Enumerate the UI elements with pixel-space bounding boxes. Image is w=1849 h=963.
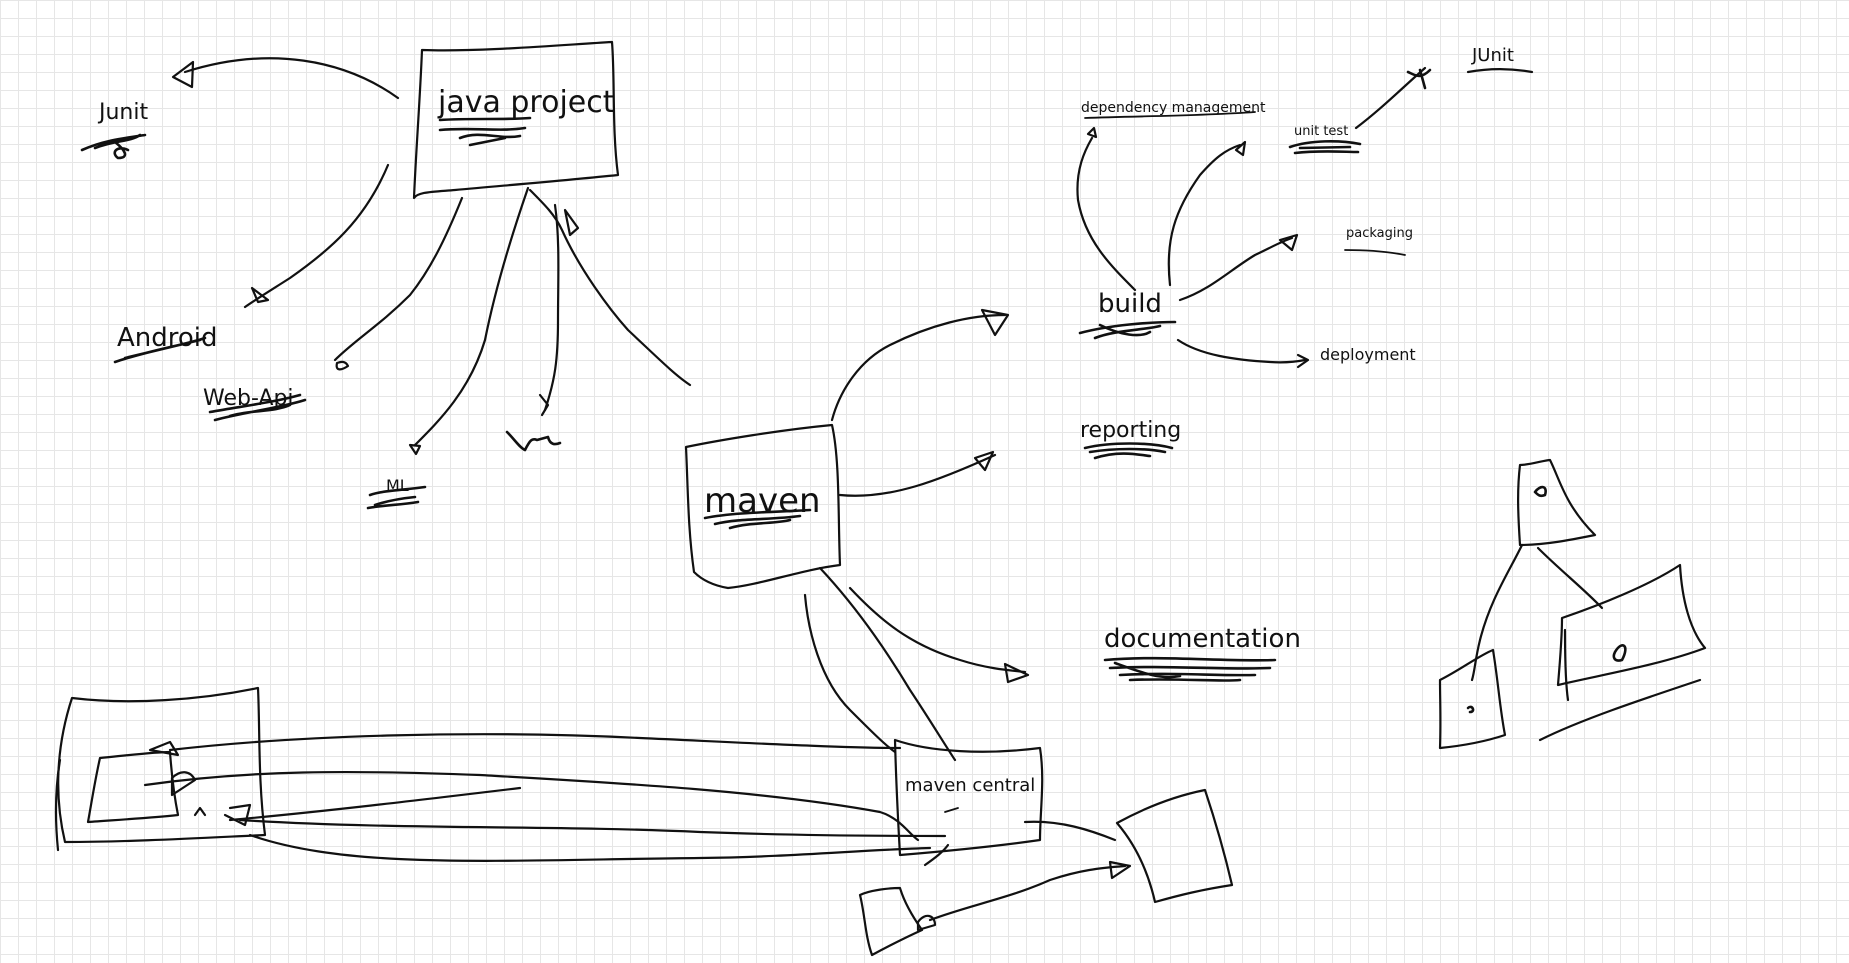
arrow-maven-to-central-1 (818, 566, 957, 762)
label-junit-left: Junit (99, 100, 149, 125)
arrow-maven-to-central-2 (803, 593, 897, 754)
unit-test-underline (1288, 140, 1362, 155)
arrow-small-to-bucket (928, 864, 1127, 922)
arrowhead-unit-test (1234, 140, 1247, 157)
arrow-central-to-bucket (1023, 820, 1117, 842)
arrow-down-center (543, 203, 560, 412)
maven-underline (703, 508, 812, 530)
dependency-management-underline (1084, 111, 1256, 119)
right-cluster-connector-right (1536, 546, 1604, 610)
right-cluster-bottom-right-foot (1538, 678, 1702, 742)
long-connector-3 (238, 818, 947, 838)
bottom-left-inner-box (86, 750, 180, 824)
long-connector-2 (143, 770, 920, 842)
arrowhead-reporting (973, 450, 995, 472)
arrow-to-junit-left (183, 57, 400, 100)
right-cluster-bottom-right-dot (1612, 644, 1627, 662)
reporting-underline (1083, 442, 1174, 460)
right-cluster-top-shape (1517, 458, 1597, 547)
arrow-maven-to-documentation (848, 586, 1027, 674)
label-deployment: deployment (1320, 345, 1416, 364)
arrow-build-to-deployment (1176, 338, 1307, 364)
long-connector-4 (248, 833, 932, 862)
web-api-underline (208, 393, 307, 422)
build-underline (1078, 320, 1177, 340)
label-reporting: reporting (1080, 418, 1182, 443)
bucket-shape (1115, 788, 1234, 904)
connector-java-maven (528, 188, 692, 387)
right-cluster-top-dot (1533, 485, 1547, 498)
bottom-left-outer-box (57, 686, 267, 844)
arrow-maven-to-reporting (838, 453, 997, 497)
right-cluster-bottom-left-shape (1438, 648, 1507, 750)
arrow-to-ml (413, 186, 530, 447)
android-underline (113, 336, 207, 364)
arrowhead-deployment (1296, 353, 1310, 369)
right-cluster-connector-left (1470, 543, 1524, 682)
arrow-to-web-api (333, 196, 464, 362)
arrow-maven-to-build (830, 313, 1007, 422)
label-maven-central: maven central (905, 775, 1036, 796)
arrowhead-web-api (335, 360, 350, 371)
label-build: build (1098, 289, 1162, 319)
label-java-project: java project (438, 85, 615, 120)
label-web-api: Web-Api (203, 386, 294, 411)
label-android: Android (117, 323, 218, 353)
documentation-underline (1103, 656, 1277, 682)
arrow-to-android (243, 163, 390, 309)
label-documentation: documentation (1104, 624, 1301, 654)
arrowhead-java-maven (563, 208, 580, 237)
right-cluster-bottom-left-dot (1466, 705, 1475, 714)
java-project-box (412, 40, 620, 200)
label-maven: maven (704, 481, 821, 521)
small-bucket-connector (923, 843, 950, 867)
label-packaging: packaging (1346, 226, 1413, 241)
arrow-build-to-unit-test (1167, 143, 1242, 287)
arrowhead-ml (408, 443, 422, 456)
right-cluster-bottom-right-shape (1556, 563, 1707, 687)
label-junit-right: JUnit (1472, 45, 1514, 66)
label-dependency-management: dependency management (1081, 100, 1266, 116)
maven-central-box (893, 738, 1044, 857)
maven-central-inner-mark (944, 807, 959, 813)
bottom-left-inner-arrowhead-3 (193, 803, 252, 827)
bottom-left-inner-arrowhead-2 (170, 771, 197, 797)
arrow-build-to-packaging (1178, 236, 1294, 302)
arrowhead-small-to-bucket (1108, 860, 1132, 880)
arrowhead-packaging (1278, 233, 1299, 252)
arrowhead-build (980, 308, 1010, 337)
arrow-unit-test-to-junit (1354, 66, 1427, 130)
arrowhead-dependency (1086, 126, 1098, 139)
small-bucket-shape (858, 886, 924, 957)
bottom-left-outer-box-left-edge (54, 758, 62, 852)
arrowhead-down-center (538, 393, 550, 417)
packaging-underline (1344, 249, 1406, 256)
long-connector-5 (228, 786, 522, 822)
maven-box (684, 423, 842, 590)
unlabeled-scribble-center (505, 430, 562, 452)
long-connector-1 (168, 733, 902, 752)
arrow-build-to-dependency (1076, 136, 1137, 292)
arrowhead-android (250, 286, 270, 304)
arrowhead-documentation (1003, 662, 1030, 684)
ml-underline (366, 485, 427, 510)
right-cluster-bottom-right-edge (1563, 628, 1570, 702)
java-project-underline (438, 116, 532, 147)
arrowhead-junit-right (1406, 68, 1432, 90)
arrowhead-junit-left (171, 60, 195, 89)
junit-right-underline (1466, 67, 1534, 74)
arrowhead-small-bucket-base (916, 914, 937, 932)
junit-left-underline (80, 133, 147, 160)
label-unit-test: unit test (1294, 124, 1349, 139)
label-ml: ML (386, 476, 409, 495)
